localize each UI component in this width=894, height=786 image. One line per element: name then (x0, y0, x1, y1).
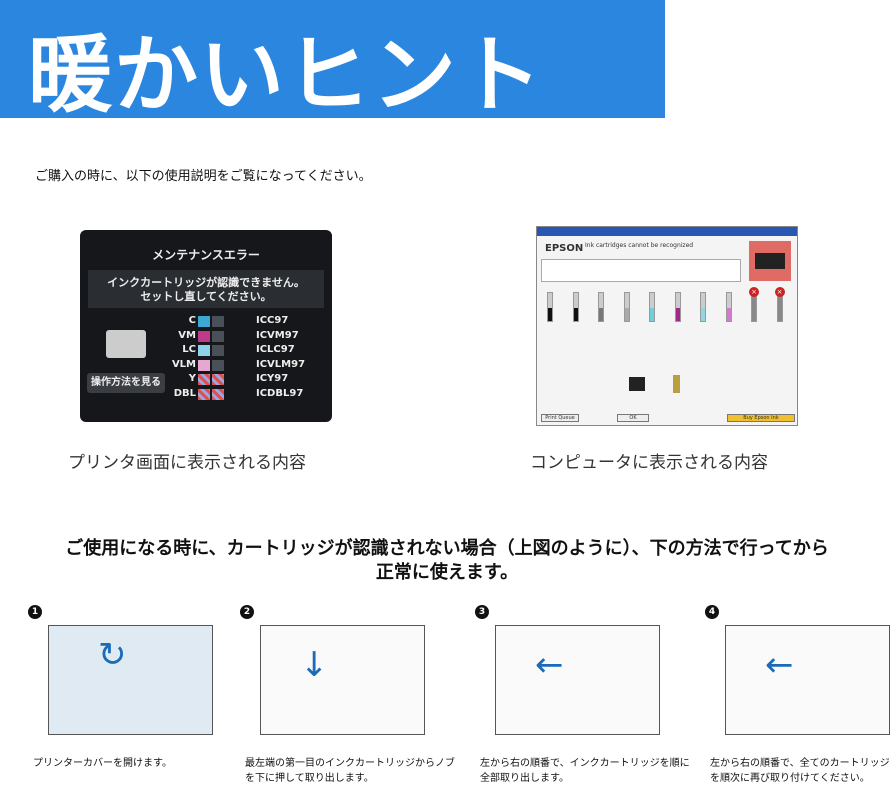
ink-label: C (188, 315, 196, 326)
message-line: セットし直してください。 (140, 290, 272, 303)
ink-level-bar (623, 292, 630, 322)
step-caption: 左から右の順番で、インクカートリッジを順に全部取り出します。 (480, 758, 690, 784)
heading-line: 正常に使えます。 (375, 562, 519, 583)
printer-screen-message: インクカートリッジが認識できません。 セットし直してください。 (88, 270, 324, 308)
ink-code: ICC97 (256, 315, 289, 326)
step-illustration: 3 ← (475, 605, 670, 745)
ink-code: ICY97 (256, 373, 289, 384)
ink-code: ICLC97 (256, 344, 295, 355)
intro-text: ご購入の時に、以下の使用説明をご覧になってください。 (35, 169, 372, 184)
message-box (541, 259, 741, 282)
error-icon: × (749, 287, 759, 297)
printer-drawing (48, 625, 213, 735)
ink-level-swatch (198, 374, 210, 385)
ink-empty-swatch (212, 345, 224, 356)
maintenance-box-level (673, 375, 680, 393)
error-icon: × (774, 287, 785, 297)
printer-screen-header: メンテナンスエラー (152, 248, 260, 262)
ink-row: C ICC97 (128, 315, 318, 329)
ink-empty-swatch (212, 330, 224, 342)
step-caption: プリンターカバーを開けます。 (33, 758, 172, 769)
ink-empty-swatch (212, 359, 224, 371)
arrow-icon: ← (535, 645, 564, 685)
window-titlebar (537, 227, 797, 236)
step-number: 1 (28, 605, 42, 619)
ink-level-swatch (198, 345, 210, 356)
ink-level-bar (547, 292, 553, 322)
ink-row: VM ICVM97 (128, 330, 318, 344)
ink-empty-swatch (212, 388, 224, 400)
ink-level-bar (700, 292, 706, 322)
ink-code: ICDBL97 (256, 387, 304, 399)
step-number: 3 (475, 605, 489, 619)
ink-level-bar: × (774, 287, 785, 322)
ink-label: VM (178, 329, 196, 341)
ink-level-swatch (198, 330, 210, 342)
ink-level-bar (598, 292, 604, 322)
ok-button: OK (617, 414, 649, 422)
ink-row: DBL ICDBL97 (128, 388, 318, 402)
title-banner (0, 0, 665, 118)
printer-drawing (495, 625, 660, 735)
instructions-heading: ご使用になる時に、カートリッジが認識されない場合（上図のように）、下の方法で行っ… (0, 537, 894, 585)
step-illustration: 1 ↻ (28, 605, 223, 745)
printer-drawing (725, 625, 890, 735)
status-message: Ink cartridges cannot be recognized (585, 242, 694, 249)
epson-logo: EPSON (545, 243, 584, 254)
ink-level-bar (725, 292, 732, 322)
step-number: 4 (705, 605, 719, 619)
banner-title: 暖かいヒント (28, 26, 545, 124)
printer-icon (106, 330, 146, 358)
ink-level-swatch (198, 359, 210, 371)
ink-level-bar: × (749, 287, 759, 322)
how-to-button: 操作方法を見る (87, 373, 165, 393)
step-number: 2 (240, 605, 254, 619)
step-illustration: 4 ← (705, 605, 894, 745)
heading-line: ご使用になる時に、カートリッジが認識されない場合（上図のように）、下の方法で行っ… (65, 538, 829, 559)
step-illustration: 2 ↓ (240, 605, 435, 745)
ink-row: Y ICY97 (128, 373, 318, 387)
computer-screen-image: EPSON Ink cartridges cannot be recognize… (536, 226, 798, 426)
ink-row: VLM ICVLM97 (128, 359, 318, 373)
ink-label: Y (188, 373, 196, 384)
ink-level-bar (674, 292, 681, 322)
message-line: インクカートリッジが認識できません。 (107, 276, 305, 289)
step-caption: 左から右の順番で、全てのカートリッジを順次に再び取り付けてください。 (710, 758, 890, 784)
ink-level-bar (649, 292, 655, 322)
buy-ink-button: Buy Epson Ink (727, 414, 795, 422)
arrow-icon: ← (765, 645, 794, 685)
ink-row: LC ICLC97 (128, 344, 318, 358)
ink-empty-swatch (212, 374, 224, 385)
ink-level-bar (572, 292, 579, 322)
ink-code: ICVLM97 (256, 358, 306, 370)
ink-label: VLM (171, 358, 196, 370)
printer-drawing (260, 625, 425, 735)
maintenance-box-icon (629, 377, 645, 391)
arrow-icon: ↓ (300, 645, 329, 685)
printer-status-image (749, 241, 791, 281)
print-queue-button: Print Queue (541, 414, 579, 422)
arrow-icon: ↻ (98, 635, 127, 675)
ink-label: DBL (173, 387, 196, 399)
step-caption: 最左端の第一目のインクカートリッジからノブを下に押して取り出します。 (245, 758, 455, 784)
ink-code: ICVM97 (256, 329, 299, 341)
ink-label: LC (182, 344, 196, 355)
printer-screen-caption: プリンタ画面に表示される内容 (68, 453, 306, 473)
computer-screen-caption: コンピュータに表示される内容 (530, 453, 768, 473)
ink-empty-swatch (212, 316, 224, 327)
ink-level-swatch (198, 316, 210, 327)
ink-level-swatch (198, 388, 210, 400)
